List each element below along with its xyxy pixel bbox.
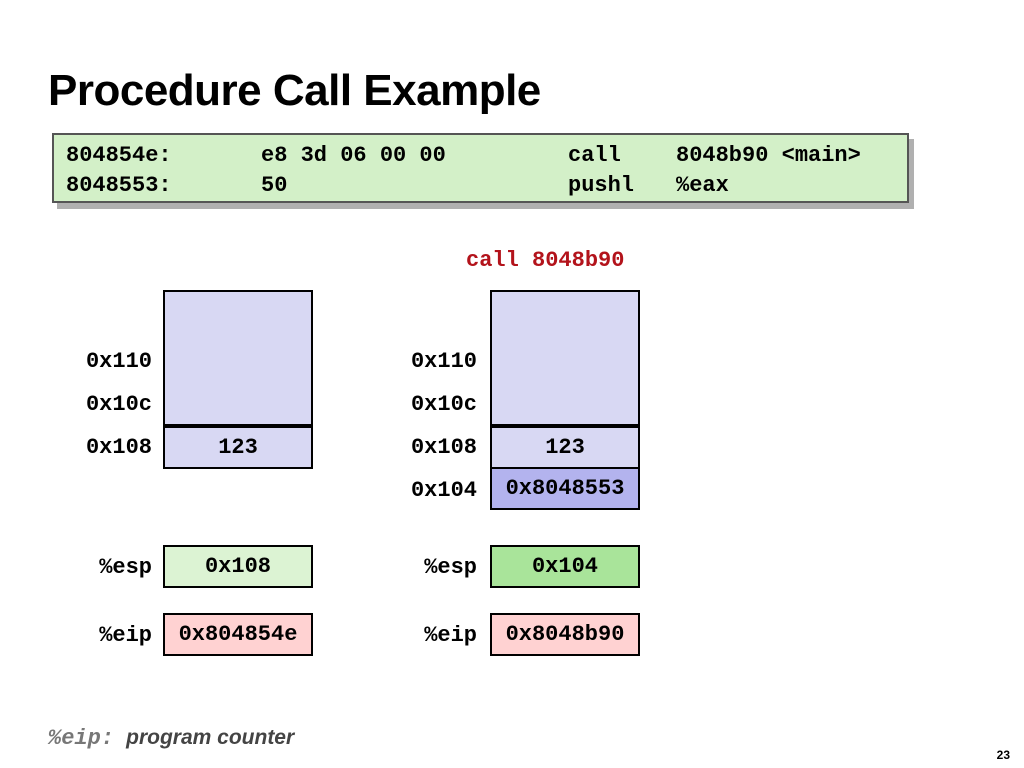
eip-register-label: %eip (99, 623, 152, 648)
code-operand: %eax (676, 173, 729, 198)
esp-register-label: %esp (424, 555, 477, 580)
footnote-register: %eip: (48, 726, 115, 751)
esp-register-label: %esp (99, 555, 152, 580)
footnote-description: program counter (126, 726, 295, 749)
address-label: 0x104 (410, 478, 477, 503)
esp-register-value: 0x108 (163, 545, 313, 588)
address-label: 0x108 (410, 435, 477, 460)
stack-upper-region (163, 290, 313, 426)
address-label: 0x10c (410, 392, 477, 417)
code-address: 8048553: (66, 173, 172, 198)
code-operand: 8048b90 <main> (676, 143, 861, 168)
code-bytes: 50 (261, 173, 288, 198)
address-label: 0x110 (85, 349, 152, 374)
call-instruction-label: call 8048b90 (466, 248, 625, 273)
code-line-1: 804854e: e8 3d 06 00 00 call 8048b90 <ma… (66, 143, 861, 293)
eip-register-value: 0x804854e (163, 613, 313, 656)
address-label: 0x108 (85, 435, 152, 460)
code-line-2: 8048553: 50 pushl %eax (66, 173, 729, 323)
page-number: 23 (996, 748, 1010, 762)
stack-upper-region (490, 290, 640, 426)
address-label: 0x110 (410, 349, 477, 374)
esp-register-value: 0x104 (490, 545, 640, 588)
stack-cell-0x108: 123 (163, 426, 313, 469)
code-bytes: e8 3d 06 00 00 (261, 143, 446, 168)
code-opcode: pushl (568, 173, 635, 198)
stack-cell-return-address: 0x8048553 (490, 467, 640, 510)
code-opcode: call (568, 143, 621, 168)
code-box: 804854e: e8 3d 06 00 00 call 8048b90 <ma… (52, 133, 909, 203)
eip-register-label: %eip (424, 623, 477, 648)
footnote: %eip: program counter (48, 724, 294, 751)
code-address: 804854e: (66, 143, 172, 168)
eip-register-value: 0x8048b90 (490, 613, 640, 656)
stack-cell-0x108: 123 (490, 426, 640, 469)
address-label: 0x10c (85, 392, 152, 417)
slide-title: Procedure Call Example (48, 66, 541, 115)
